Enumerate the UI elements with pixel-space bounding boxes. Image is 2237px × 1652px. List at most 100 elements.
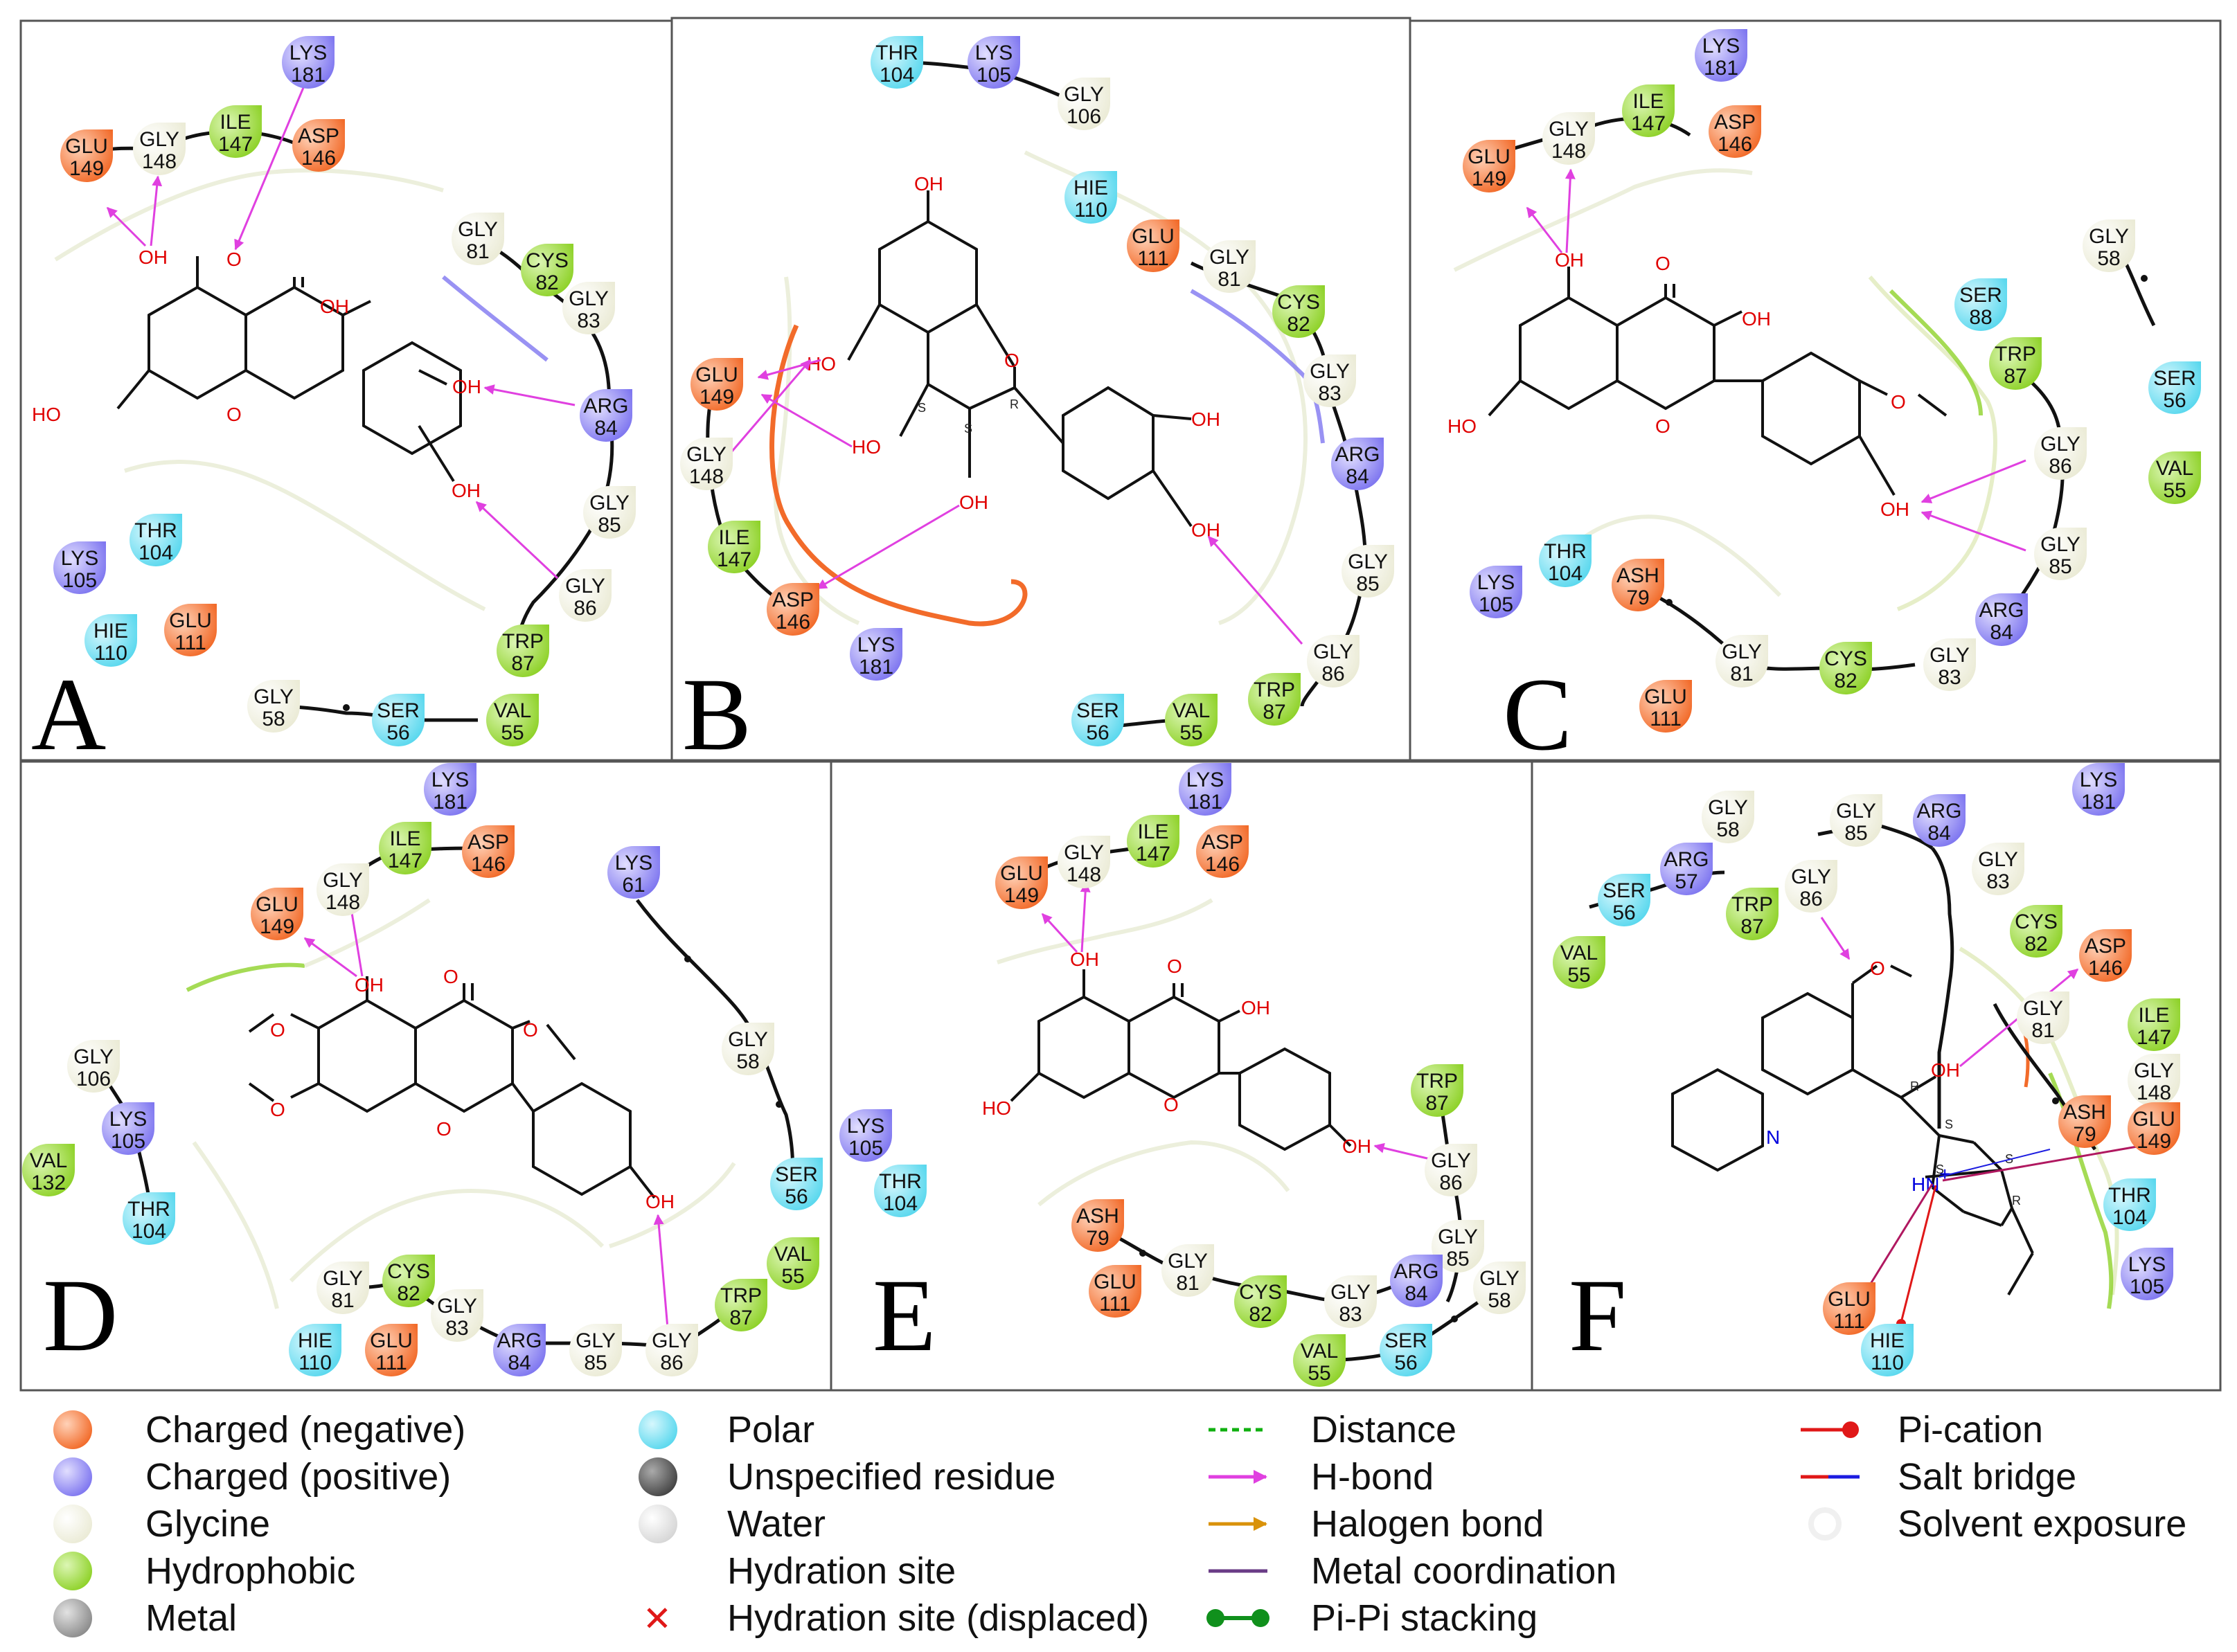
- residue-drop-icon: [2079, 929, 2132, 982]
- residue-drop-icon: [123, 1192, 175, 1245]
- atom-label: O: [1655, 415, 1670, 437]
- residue-name: ASH: [1076, 1205, 1119, 1228]
- residue-drop-icon: [569, 1324, 622, 1376]
- residue-name: HIE: [1073, 177, 1108, 199]
- pipi-dot-icon: [1251, 1609, 1269, 1627]
- atom-label: O: [1891, 391, 1906, 413]
- residue-drop-icon: [1324, 1275, 1377, 1328]
- residue-name: GLY: [1064, 841, 1104, 864]
- atom-label: OH: [1342, 1135, 1371, 1157]
- residue-drop-icon: [1598, 874, 1650, 926]
- residue-number: 55: [781, 1265, 804, 1288]
- residue-name: SER: [2153, 367, 2196, 390]
- residue-drop-icon: [1612, 559, 1664, 611]
- residue-drop-icon: [209, 105, 262, 158]
- residue-name: GLY: [1479, 1267, 1519, 1290]
- residue-drop-icon: [493, 1324, 546, 1376]
- residue-drop-icon: [1058, 836, 1110, 888]
- residue-name: ARG: [1916, 800, 1961, 823]
- residue-drop-icon: [1425, 1144, 1477, 1196]
- atom-label: O: [1164, 1094, 1179, 1115]
- pipi-dot-icon: [1206, 1609, 1224, 1627]
- stereo-label: S: [964, 422, 972, 436]
- atom-label: N: [1766, 1126, 1780, 1148]
- residue-number: 56: [1086, 721, 1109, 744]
- residue-number: 146: [776, 611, 810, 634]
- residue-drop-icon: [2058, 1095, 2111, 1148]
- atom-label: O: [1870, 958, 1885, 979]
- residue-number: 147: [2137, 1026, 2171, 1049]
- residue-drop-icon: [1923, 638, 1976, 691]
- residue-drop-icon: [282, 36, 335, 89]
- residue-number: 84: [508, 1352, 531, 1374]
- atom-label: OH: [452, 480, 481, 501]
- residue-name: THR: [879, 1170, 922, 1193]
- residue-drop-icon: [2034, 427, 2087, 480]
- residue-name: ASP: [2085, 935, 2126, 958]
- atom-label: O: [226, 404, 242, 425]
- residue-name: TRP: [1995, 343, 2036, 366]
- residue-name: LYS: [615, 852, 652, 874]
- residue-drop-icon: [1127, 815, 1179, 868]
- legend-label: Polar: [727, 1409, 814, 1451]
- residue-drop-icon: [317, 863, 369, 916]
- residue-name: GLU: [695, 363, 738, 386]
- legend-label: Hydration site (displaced): [727, 1597, 1149, 1639]
- legend-label: Glycine: [145, 1503, 270, 1545]
- residue-name: GLY: [1978, 848, 2018, 871]
- residue-number: 87: [1425, 1092, 1448, 1115]
- stereo-label: R: [2012, 1194, 2021, 1207]
- residue-name: CYS: [1824, 647, 1867, 670]
- residue-drop-icon: [317, 1262, 369, 1314]
- residue-name: TRP: [1416, 1070, 1458, 1093]
- residue-number: 106: [1067, 105, 1101, 128]
- residue-number: 111: [175, 631, 206, 654]
- residue-number: 132: [31, 1171, 66, 1194]
- residue-number: 85: [584, 1352, 607, 1374]
- residue-number: 147: [1136, 843, 1170, 865]
- residue-name: SER: [1959, 284, 2002, 307]
- residue-number: 61: [622, 874, 645, 897]
- residue-number: 55: [501, 721, 524, 744]
- residue-drop-icon: [562, 282, 615, 334]
- residue-number: 111: [1137, 247, 1169, 270]
- residue-name: HIE: [1870, 1329, 1905, 1352]
- residue-number: 146: [301, 147, 336, 170]
- residue-drop-icon: [431, 1289, 483, 1342]
- residue-number: 58: [262, 708, 285, 730]
- residue-drop-icon: [767, 1237, 819, 1290]
- atom-label: OH: [452, 376, 481, 397]
- residue-drop-icon: [690, 358, 743, 411]
- residue-number: 82: [2024, 933, 2047, 955]
- residue-number: 86: [573, 597, 596, 620]
- residue-name: LYS: [975, 42, 1013, 64]
- residue-number: 81: [1730, 663, 1753, 685]
- residue-name: GLU: [65, 135, 108, 158]
- residue-number: 84: [1346, 465, 1369, 488]
- metal-swatch-icon: [53, 1599, 92, 1637]
- residue-name: ASP: [1202, 831, 1243, 854]
- residue-drop-icon: [2128, 998, 2180, 1051]
- residue-drop-icon: [84, 614, 137, 667]
- legend-label: Unspecified residue: [727, 1456, 1055, 1498]
- residue-name: LYS: [1477, 571, 1515, 594]
